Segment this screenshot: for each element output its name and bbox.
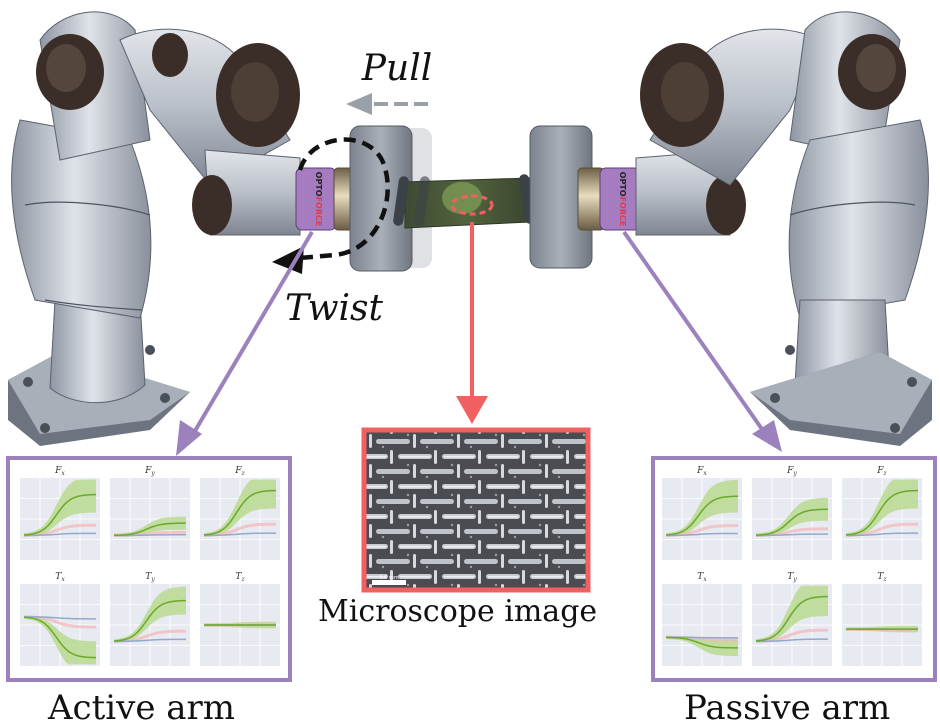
microscope-caption: Microscope image: [318, 594, 598, 629]
subplot-title: Tx: [55, 572, 65, 583]
subplot-title: Fy: [144, 466, 155, 477]
confidence-band: [114, 516, 186, 537]
base-bolt: [40, 423, 50, 433]
base-bolt: [907, 377, 917, 387]
confidence-band: [24, 479, 96, 537]
passive-robot-arm: OPTOFORCE: [577, 11, 932, 446]
mean-curve: [665, 495, 739, 536]
scale-bar-label: 1.0 mm: [379, 575, 398, 581]
microscope-image: 1.0 mm: [361, 427, 591, 593]
subplot-title: Fy: [786, 466, 797, 477]
active-sensor-arrow: [190, 230, 314, 438]
subplot-title: Tz: [235, 572, 245, 583]
gripper-finger: [393, 176, 409, 226]
subplot-title: Fx: [696, 466, 707, 477]
mean-curve: [203, 489, 277, 536]
mean-curve: [113, 522, 187, 537]
subplot-title: Fx: [54, 466, 65, 477]
confidence-band: [666, 479, 738, 537]
mean-curve: [665, 636, 739, 649]
scale-bar: [372, 580, 406, 585]
svg-text:OPTOFORCE: OPTOFORCE: [314, 172, 323, 227]
confidence-band: [756, 497, 828, 537]
mean-curve: [23, 493, 97, 536]
subplot-title: Tx: [697, 572, 707, 583]
base-bolt: [145, 345, 155, 355]
subplot-title: Fz: [876, 466, 887, 477]
sensor-brand-force: FORCE: [618, 197, 627, 227]
twist-label: Twist: [285, 288, 384, 329]
subplot-title: Fz: [234, 466, 245, 477]
subplot-title: Ty: [145, 572, 155, 583]
microscope-frame: [361, 427, 591, 593]
base-bolt: [890, 423, 900, 433]
robot-joint-cap: [706, 175, 746, 235]
active-arm-caption: Active arm: [48, 688, 236, 728]
base-bolt: [160, 393, 170, 403]
pull-label: Pull: [361, 48, 432, 89]
base-bolt: [23, 377, 33, 387]
passive-arm-caption: Passive arm: [684, 688, 891, 728]
mean-curve: [755, 508, 829, 536]
sensor-brand-opto: OPTO: [314, 172, 323, 197]
pull-arrow: [346, 93, 428, 115]
sensor-brand-opto: OPTO: [618, 172, 627, 197]
svg-text:OPTOFORCE: OPTOFORCE: [618, 172, 627, 227]
mean-curve: [755, 595, 829, 642]
twist-arrow: [272, 137, 390, 274]
sensor-brand-force: FORCE: [314, 197, 323, 227]
base-bolt: [785, 345, 795, 355]
passive-sensor-arrow: [622, 230, 766, 434]
subplot-title: Ty: [787, 572, 797, 583]
active-robot-arm: OPTOFORCE: [8, 11, 361, 446]
subplot-title: Tz: [877, 572, 887, 583]
robot-joint-cap: [192, 175, 232, 235]
mean-curve: [23, 616, 97, 659]
base-bolt: [770, 393, 780, 403]
microscope-focus-region: [450, 194, 494, 216]
confidence-band: [24, 615, 96, 665]
mean-curve: [845, 489, 919, 536]
mean-curve: [113, 599, 187, 642]
